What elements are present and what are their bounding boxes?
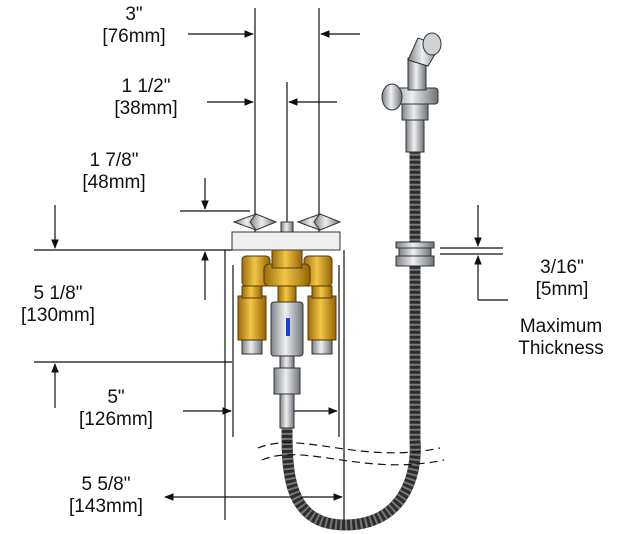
dimension-body-height: 5 1/8" [130mm] [4, 283, 112, 327]
dimension-half-spacing: 1 1/2" [38mm] [96, 76, 196, 120]
dimension-mm: [76mm] [102, 26, 166, 47]
dimension-mm: [38mm] [114, 98, 178, 119]
dimension-inch: 5 1/8" [33, 283, 83, 304]
dimension-mm: [5mm] [535, 279, 589, 300]
dimension-inch: 3" [125, 4, 143, 25]
dimension-mm: [130mm] [21, 305, 95, 326]
note-line-2: Thickness [518, 338, 604, 359]
dimension-mm: [126mm] [79, 409, 153, 430]
max-thickness-note: Maximum Thickness [504, 316, 618, 360]
dimension-mm: [48mm] [82, 172, 146, 193]
dimension-inch: 5" [107, 387, 125, 408]
spray-hose [257, 150, 445, 531]
dimension-plate-width: 5 5/8" [143mm] [52, 474, 160, 518]
spray-valve-head [381, 32, 442, 153]
dimension-lines [34, 8, 508, 520]
dimension-inch: 3/16" [540, 257, 584, 278]
dimension-mm: [143mm] [69, 496, 143, 517]
note-line-1: Maximum [519, 316, 603, 337]
dimension-center-spacing: 3" [76mm] [84, 4, 184, 48]
dimension-body-width: 5" [126mm] [66, 387, 166, 431]
dimension-inch: 5 5/8" [81, 474, 131, 495]
hose-wall-flange [395, 241, 435, 267]
dimension-inch: 1 1/2" [121, 76, 171, 97]
dimension-inch: 1 7/8" [89, 150, 139, 171]
dimension-max-thickness: 3/16" [5mm] [512, 257, 612, 301]
faucet-body [231, 213, 342, 429]
dimension-handle-height: 1 7/8" [48mm] [62, 150, 166, 194]
